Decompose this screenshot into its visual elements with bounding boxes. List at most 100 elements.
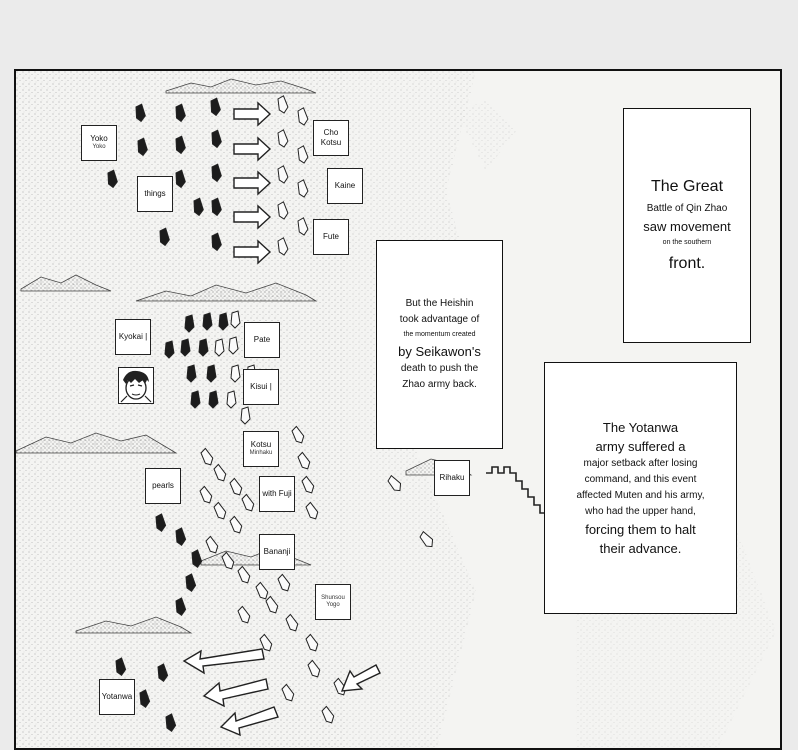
caption-line: on the southern <box>662 239 712 246</box>
qin-unit-marker <box>175 103 186 123</box>
qin-unit-marker <box>164 340 175 359</box>
unit-label-text: Yotanwa <box>101 692 133 701</box>
qin-unit-marker <box>202 312 213 331</box>
zhao-unit-marker <box>277 201 289 220</box>
zhao-unit-marker <box>229 515 243 534</box>
zhao-unit-marker <box>297 217 309 236</box>
unit-label-yoko: Yoko Yoko <box>81 125 117 161</box>
qin-unit-marker <box>193 197 204 217</box>
zhao-unit-marker <box>277 95 289 114</box>
unit-label-text: Pate <box>253 335 271 344</box>
qin-unit-marker <box>139 689 151 708</box>
zhao-unit-marker <box>297 145 309 164</box>
manga-panel: Yoko Yoko things Cho Kotsu Kaine Fute Ky… <box>14 69 782 750</box>
caption-line: the momentum created <box>403 331 476 338</box>
qin-unit-marker <box>157 663 169 682</box>
portrait-face-icon <box>120 370 152 403</box>
qin-unit-marker <box>191 549 203 568</box>
zhao-unit-marker <box>200 447 214 466</box>
zhao-unit-marker <box>241 493 255 512</box>
zhao-unit-marker <box>277 237 289 256</box>
unit-label-text: Kotsu <box>320 138 342 147</box>
zhao-unit-marker <box>419 530 434 548</box>
army-units <box>107 95 434 732</box>
unit-label-pearls: pearls <box>145 468 181 504</box>
caption-line: The Yotanwa <box>602 420 679 435</box>
stone-wall <box>486 466 547 521</box>
qin-unit-marker <box>107 169 118 189</box>
qin-unit-marker <box>206 364 217 383</box>
zhao-unit-marker <box>291 425 305 444</box>
qin-unit-marker <box>184 314 195 333</box>
retreat-arrow <box>202 678 269 708</box>
qin-unit-marker <box>211 197 222 217</box>
advance-arrow <box>233 204 272 230</box>
unit-label-kyokai: Kyokai | <box>115 319 151 355</box>
caption-line: by Seikawon's <box>398 344 481 359</box>
unit-label-text: Cho <box>323 128 339 137</box>
unit-label-text: Shunsou <box>321 594 345 601</box>
qin-unit-marker <box>175 597 187 616</box>
zhao-unit-marker <box>305 633 319 652</box>
qin-unit-marker <box>218 312 229 331</box>
zhao-unit-marker <box>281 683 295 702</box>
qin-unit-marker <box>155 513 167 532</box>
unit-label-cho-kotsu: Cho Kotsu <box>313 120 349 156</box>
zhao-unit-marker <box>213 501 227 520</box>
caption-line: The Great <box>650 178 724 195</box>
zhao-unit-marker <box>305 501 319 520</box>
advance-arrow <box>233 101 272 127</box>
caption-line: Battle of Qin Zhao <box>646 203 728 214</box>
zhao-unit-marker <box>277 129 289 148</box>
caption-box-heishin: But the Heishin took advantage of the mo… <box>376 240 503 449</box>
zhao-unit-marker <box>205 535 219 554</box>
qin-unit-marker <box>211 163 222 183</box>
unit-label-kotsu-minhaku: Kotsu Minhaku <box>243 431 279 467</box>
zhao-unit-marker <box>297 451 311 470</box>
unit-label-text: Kaine <box>334 181 356 190</box>
advance-arrow <box>233 170 272 196</box>
terrain-shading-north <box>456 101 516 171</box>
zhao-unit-marker <box>221 551 235 570</box>
unit-label-subtext: Yogo <box>326 602 340 608</box>
zhao-unit-marker <box>199 485 213 504</box>
unit-label-text: with Fuji <box>262 489 292 498</box>
qin-unit-marker <box>135 103 146 123</box>
zhao-unit-marker <box>229 477 243 496</box>
caption-line: death to push the <box>400 363 479 374</box>
zhao-unit-marker <box>259 633 273 652</box>
unit-label-things: things <box>137 176 173 212</box>
caption-line: front. <box>668 255 706 272</box>
unit-label-text: things <box>144 189 166 198</box>
zhao-unit-marker <box>387 474 402 492</box>
retreat-arrows <box>182 648 381 737</box>
qin-unit-marker <box>185 573 197 592</box>
unit-label-bananji: Bananji <box>259 534 295 570</box>
unit-label-fute: Fute <box>313 219 349 255</box>
retreat-arrow <box>219 706 279 737</box>
character-portrait <box>118 367 154 404</box>
zhao-unit-marker <box>214 338 225 357</box>
zhao-unit-marker <box>213 463 227 482</box>
unit-label-text: Bananji <box>263 547 291 556</box>
zhao-unit-marker <box>297 179 309 198</box>
caption-line: Zhao army back. <box>402 379 477 390</box>
advance-arrow <box>233 136 272 162</box>
zhao-unit-marker <box>277 573 291 592</box>
unit-label-subtext: Yoko <box>92 144 106 151</box>
qin-unit-marker <box>175 527 187 546</box>
zhao-unit-marker <box>285 613 299 632</box>
caption-line: affected Muten and his army, <box>576 490 705 501</box>
zhao-unit-marker <box>230 310 241 329</box>
qin-unit-marker <box>190 390 201 409</box>
zhao-unit-marker <box>265 595 279 614</box>
unit-label-shunsou-yogo: Shunsou Yogo <box>315 584 351 620</box>
qin-unit-marker <box>165 713 177 732</box>
caption-box-yotanwa: The Yotanwa army suffered a major setbac… <box>544 362 737 614</box>
retreat-arrow <box>340 664 381 692</box>
unit-label-text: Kotsu <box>250 440 272 450</box>
unit-label-text: Kyokai | <box>118 332 148 341</box>
zhao-unit-marker <box>240 406 251 425</box>
unit-label-text: Kisui | <box>250 382 272 391</box>
caption-line: who had the upper hand, <box>585 506 696 517</box>
